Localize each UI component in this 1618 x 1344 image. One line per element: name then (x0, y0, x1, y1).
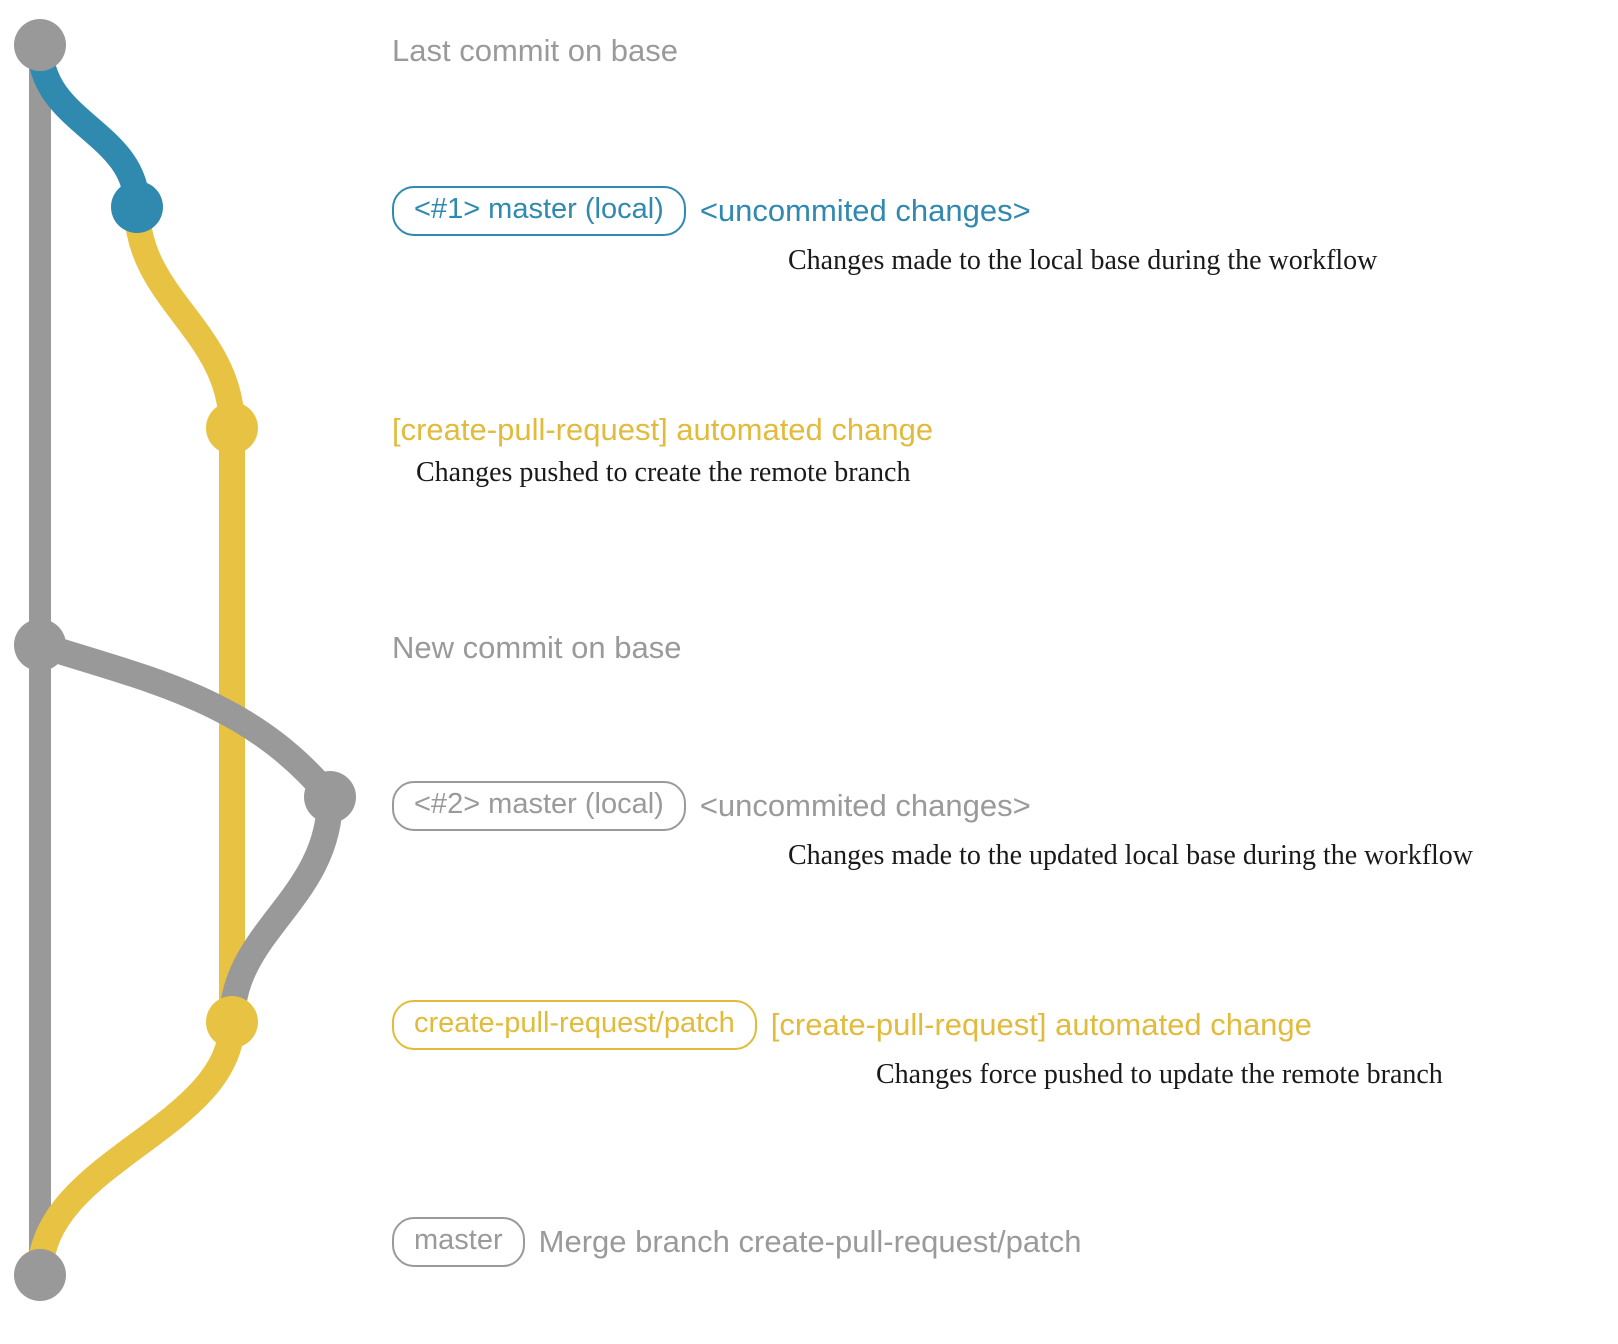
edge-patch-2-to-merge (27, 1009, 245, 1288)
commit-title-last-commit-on-base: Last commit on base (392, 33, 679, 68)
edge-base-new-to-local-2 (27, 632, 343, 810)
branch-badge-local-master-2[interactable]: <#2> master (local) (392, 781, 686, 831)
commit-description-local-master-2: Changes made to the updated local base d… (788, 839, 1474, 871)
commit-node-patch-1 (206, 402, 258, 454)
branch-badge-create-pull-request-patch[interactable]: create-pull-request/patch (392, 1000, 757, 1050)
commit-description-local-master-1: Changes made to the local base during th… (788, 244, 1378, 276)
branch-badge-local-master-1[interactable]: <#1> master (local) (392, 186, 686, 236)
row-last-commit-on-base: Last commit on base (392, 33, 678, 69)
row-automated-change-1: [create-pull-request] automated change C… (392, 412, 933, 489)
commit-description-automated-change-2: Changes force pushed to update the remot… (876, 1058, 1443, 1090)
commit-title-local-master-1: <uncommited changes> (699, 192, 1031, 228)
row-local-master-2: <#2> master (local) <uncommited changes>… (392, 781, 1473, 872)
row-headline: create-pull-request/patch [create-pull-r… (392, 1000, 1443, 1050)
row-headline: <#2> master (local) <uncommited changes> (392, 781, 1473, 831)
row-headline: <#1> master (local) <uncommited changes> (392, 186, 1377, 236)
commit-title-merge-master: Merge branch create-pull-request/patch (538, 1223, 1082, 1259)
row-headline: Last commit on base (392, 33, 678, 69)
edge-base-to-local-1 (27, 32, 150, 220)
commit-node-local-2 (304, 771, 356, 823)
row-merge-master: master Merge branch create-pull-request/… (392, 1217, 1081, 1267)
commit-node-base-new (14, 619, 66, 671)
commit-node-patch-2 (206, 996, 258, 1048)
edge-local-1-to-patch-1 (124, 194, 245, 441)
row-headline: master Merge branch create-pull-request/… (392, 1217, 1081, 1267)
commit-title-local-master-2: <uncommited changes> (699, 787, 1031, 823)
row-headline: [create-pull-request] automated change (392, 412, 933, 448)
commit-node-base-top (14, 19, 66, 71)
commit-title-automated-change-1: [create-pull-request] automated change (392, 412, 934, 447)
row-local-master-1: <#1> master (local) <uncommited changes>… (392, 186, 1377, 277)
git-commit-graph (14, 19, 356, 1301)
commit-title-new-commit-on-base: New commit on base (392, 630, 682, 665)
commit-node-merge (14, 1249, 66, 1301)
commit-node-local-1 (111, 181, 163, 233)
commit-description-automated-change-1: Changes pushed to create the remote bran… (416, 457, 911, 488)
commit-title-automated-change-2: [create-pull-request] automated change (770, 1006, 1312, 1042)
branch-badge-master[interactable]: master (392, 1217, 525, 1267)
edge-local-2-to-patch-2 (219, 784, 343, 1035)
row-headline: New commit on base (392, 630, 681, 666)
row-new-commit-on-base: New commit on base (392, 630, 681, 666)
row-automated-change-2: create-pull-request/patch [create-pull-r… (392, 1000, 1443, 1091)
